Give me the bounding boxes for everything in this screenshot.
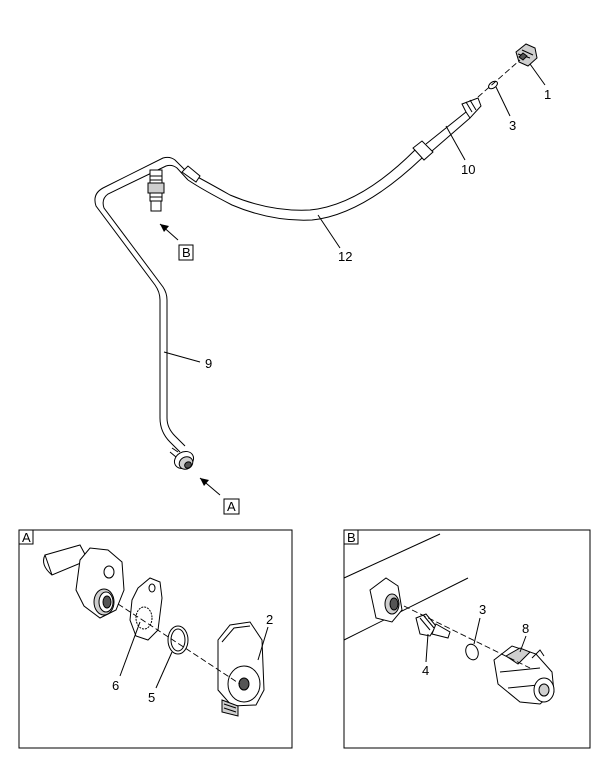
callout-1: 1 <box>544 87 551 102</box>
view-ref-a: A <box>227 499 236 514</box>
view-ref-a-box <box>223 498 240 515</box>
sender-8 <box>493 645 555 705</box>
main-assembly: 1 3 10 12 9 B A <box>94 43 551 515</box>
callout-3: 3 <box>509 118 516 133</box>
component-2 <box>217 621 265 717</box>
detail-a-title-box <box>18 529 34 545</box>
gasket-6 <box>129 577 163 641</box>
view-ref-b: B <box>182 245 191 260</box>
callout-9: 9 <box>205 356 212 371</box>
detail-b-panel: B 4 <box>343 529 591 749</box>
fitting-a <box>169 447 195 470</box>
callout-12: 12 <box>338 249 352 264</box>
hose-10 <box>425 97 482 152</box>
detail-a-callout-2: 2 <box>266 612 273 627</box>
hose-12 <box>181 140 434 221</box>
detail-a-title: A <box>22 530 31 545</box>
detail-b-title: B <box>347 530 356 545</box>
detail-b-callout-8: 8 <box>522 621 529 636</box>
fitting-4 <box>415 613 451 639</box>
detail-a-callout-5: 5 <box>148 690 155 705</box>
oring-3-b <box>465 643 479 661</box>
nut-1 <box>515 43 538 67</box>
detail-b-callout-3: 3 <box>479 602 486 617</box>
callout-10: 10 <box>461 162 475 177</box>
detail-a-panel: A <box>18 529 293 749</box>
housing-b <box>369 577 403 623</box>
detail-a-callout-6: 6 <box>112 678 119 693</box>
arrow-a-icon <box>200 478 209 486</box>
fitting-b <box>147 169 165 212</box>
view-ref-b-box <box>178 244 194 261</box>
detail-b-callout-4: 4 <box>422 663 429 678</box>
detail-b-frame <box>343 529 591 749</box>
arrow-b-icon <box>160 224 169 232</box>
tube-9 <box>94 156 189 453</box>
detail-b-title-box <box>343 529 359 545</box>
